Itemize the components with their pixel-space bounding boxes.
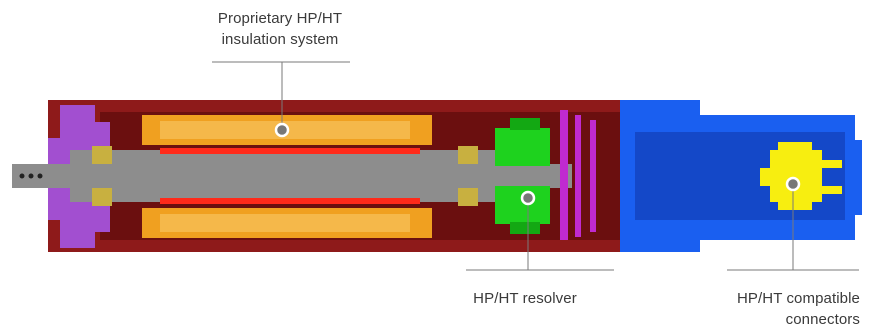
marker-insulation (274, 122, 290, 138)
callout-insulation-label: Proprietary HP/HT insulation system (170, 8, 390, 50)
shaft-pin-3 (37, 173, 43, 179)
resolver-bottom (495, 186, 550, 224)
callout-connectors-line1: HP/HT compatible (736, 290, 860, 307)
bearing-left-top (92, 146, 112, 164)
connector-body (760, 142, 842, 210)
resolver-ring-top (510, 118, 540, 130)
bearing-right-top (458, 146, 478, 164)
separator-plate-3 (590, 120, 596, 232)
callout-resolver-line1: HP/HT resolver (473, 290, 577, 307)
callout-resolver-label: HP/HT resolver (430, 288, 620, 309)
winding-top (160, 148, 420, 154)
callout-connectors-line2: connectors (785, 311, 860, 328)
callout-insulation-line1: Proprietary HP/HT (217, 10, 343, 27)
marker-resolver (520, 190, 536, 206)
callout-connectors-label: HP/HT compatible connectors (700, 288, 860, 330)
insulation-bottom-inner (160, 214, 410, 232)
marker-connectors (785, 176, 801, 192)
shaft-pin-2 (28, 173, 34, 179)
shaft-pin-1 (19, 173, 25, 179)
separator-plate-1 (560, 110, 568, 240)
separator-plate-2 (575, 115, 581, 237)
callout-insulation-line2: insulation system (221, 31, 339, 48)
bearing-right-bottom (458, 188, 478, 206)
resolver-top (495, 128, 550, 166)
bearing-left-bottom (92, 188, 112, 206)
resolver-ring-bottom (510, 222, 540, 234)
winding-bottom (160, 198, 420, 204)
